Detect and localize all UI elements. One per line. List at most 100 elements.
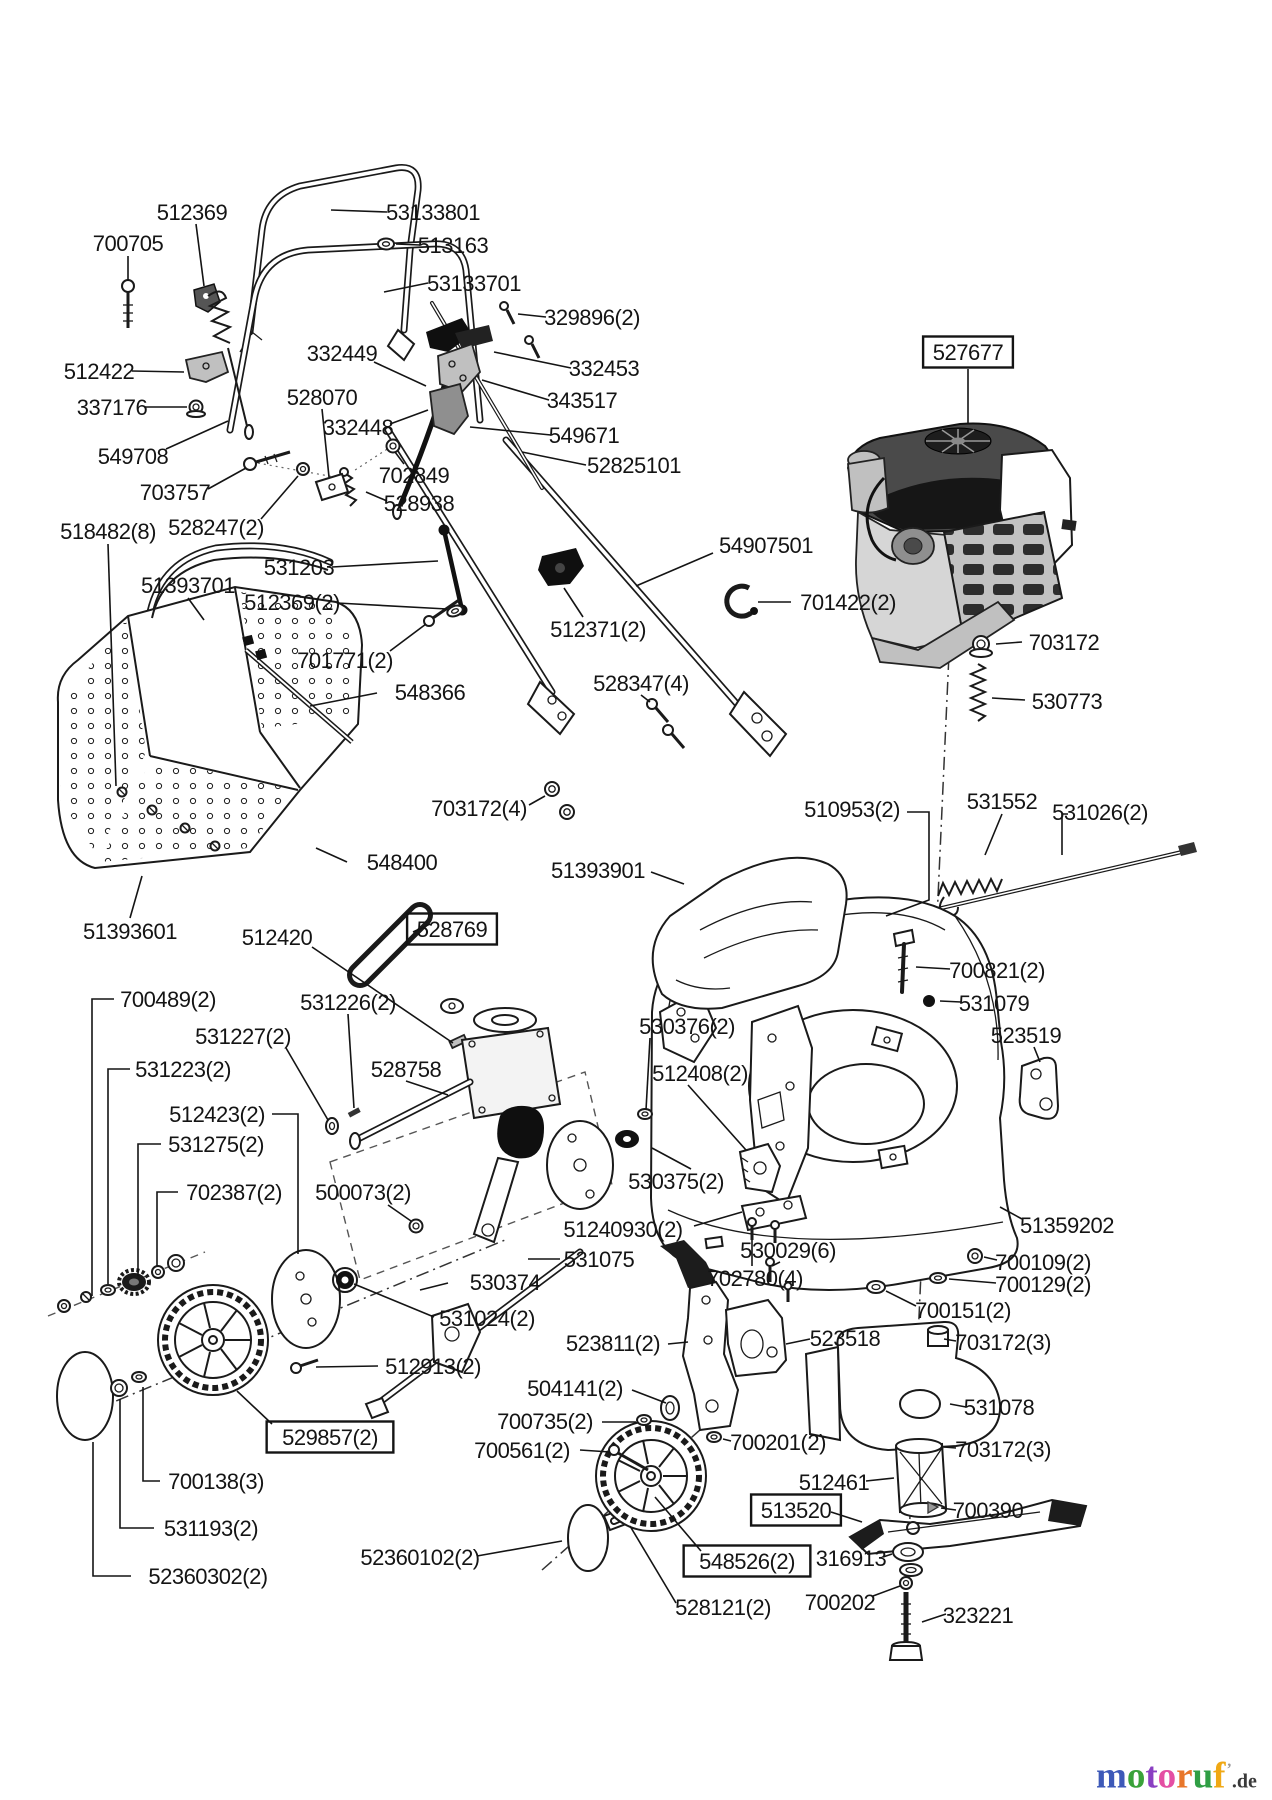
part-number-316913: 316913 <box>816 1546 887 1571</box>
handle-hardware <box>654 707 670 723</box>
rear-guard-brackets <box>724 1298 788 1378</box>
deck-hardware <box>967 1248 983 1264</box>
leader-line-703172(4) <box>528 795 546 806</box>
right-wheel-assembly <box>617 1451 649 1472</box>
deck-blade-ring-tabs <box>870 1025 904 1053</box>
blade-drive-assembly <box>902 1579 910 1587</box>
part-number-518482(8): 518482(8) <box>60 519 156 544</box>
axle-small-parts <box>154 1268 162 1276</box>
part-number-530376(2): 530376(2) <box>639 1014 735 1039</box>
part-number-531226(2): 531226(2) <box>300 990 396 1015</box>
transmission-assembly <box>328 1121 336 1131</box>
handle-hardware <box>299 465 307 473</box>
leader-line-531226(2) <box>347 1013 355 1109</box>
axle-small-parts <box>117 1268 151 1296</box>
mower-deck <box>748 1009 958 1163</box>
left-wheel-spokes <box>220 1309 238 1332</box>
blade-drive-assembly <box>804 1320 1088 1661</box>
part-number-528247(2): 528247(2) <box>168 515 264 540</box>
part-number-531079: 531079 <box>959 991 1030 1016</box>
part-number-523519: 523519 <box>991 1023 1062 1048</box>
part-number-531227(2): 531227(2) <box>195 1024 291 1049</box>
handle-hardware <box>524 335 534 345</box>
left-wheel-assembly <box>162 1289 264 1391</box>
left-wheel-assembly <box>56 1249 358 1441</box>
handle-hardware <box>429 382 469 436</box>
mower-deck <box>676 1007 686 1017</box>
leader-line-504141(2) <box>631 1389 667 1404</box>
handle-hardware <box>227 347 248 427</box>
part-number-700489(2): 700489(2) <box>120 987 216 1012</box>
blade-drive-assembly <box>895 1438 943 1454</box>
handle-hardware <box>203 293 209 299</box>
grass-catcher-bag <box>56 542 364 870</box>
leader-line-700390 <box>940 1507 957 1511</box>
transmission-assembly <box>325 998 808 1302</box>
leader-line-700489(2) <box>91 998 114 1296</box>
leader-line-332449 <box>373 361 427 387</box>
axle-small-parts <box>57 1299 71 1313</box>
handle-hardware <box>207 290 233 344</box>
part-number-513163: 513163 <box>418 233 489 258</box>
leader-line-512423(2) <box>272 1113 299 1254</box>
left-wheel-assembly <box>332 1267 358 1293</box>
leader-line-54907501 <box>635 552 714 587</box>
part-number-323221: 323221 <box>943 1603 1014 1628</box>
leader-line-51240930(2) <box>693 1211 743 1227</box>
leader-line-531275(2) <box>137 1143 161 1276</box>
leader-line-531026(2) <box>1061 813 1068 855</box>
right-wheel-assembly <box>710 1434 718 1440</box>
mower-deck <box>767 1033 777 1043</box>
leader-line-528347(4) <box>640 694 651 703</box>
assembly-centerlines <box>251 461 341 479</box>
part-number-531193(2): 531193(2) <box>164 1516 258 1541</box>
part-number-530029(6): 530029(6) <box>740 1238 836 1263</box>
transmission-assembly <box>325 1117 339 1135</box>
leader-line-703172 <box>995 641 1023 645</box>
mower-deck <box>883 1036 891 1044</box>
leader-line-329896(2) <box>517 313 547 318</box>
handlebar-assembly <box>392 504 402 520</box>
leader-line-512408(2) <box>687 1084 747 1151</box>
part-number-700109(2): 700109(2) <box>995 1250 1091 1275</box>
handlebar-assembly <box>547 695 557 705</box>
part-number-528758: 528758 <box>371 1057 442 1082</box>
part-number-700821(2): 700821(2) <box>949 958 1045 983</box>
part-number-530375(2): 530375(2) <box>628 1169 724 1194</box>
transmission-assembly <box>408 1218 424 1234</box>
part-number-332449: 332449 <box>307 341 378 366</box>
deck-hardware <box>897 979 909 983</box>
leader-line-512420 <box>311 946 454 1044</box>
handle-hardware <box>455 325 493 349</box>
logo-letter: m <box>1096 1755 1127 1797</box>
grass-catcher-bag <box>148 544 332 614</box>
part-number-53133701: 53133701 <box>427 271 521 296</box>
handlebar-assembly <box>728 690 788 758</box>
left-wheel-assembly <box>131 1371 147 1383</box>
mower-deck <box>690 1033 700 1043</box>
handlebar-assembly <box>761 730 773 742</box>
part-number-700390: 700390 <box>953 1498 1024 1523</box>
axle-small-parts <box>167 1254 185 1272</box>
transmission-assembly <box>747 1217 757 1227</box>
leader-line-52360302(2) <box>92 1442 131 1577</box>
right-wheel-assembly <box>608 1444 620 1456</box>
handlebar-assembly <box>228 242 482 432</box>
engine-assembly <box>865 476 897 562</box>
engine-assembly <box>865 477 1040 530</box>
engine-assembly <box>951 437 965 445</box>
handle-hardware <box>750 607 758 615</box>
part-number-703172(3): 703172(3) <box>955 1330 1051 1355</box>
leader-line-323221 <box>921 1613 947 1623</box>
blade-drive-assembly <box>927 1500 940 1515</box>
blade-drive-assembly <box>927 1325 949 1335</box>
transmission-assembly <box>491 1014 519 1026</box>
leader-line-531203 <box>331 560 439 568</box>
leader-line-531227(2) <box>285 1047 329 1121</box>
deck-hardware <box>933 1275 943 1281</box>
deck-hardware <box>971 1252 979 1260</box>
leader-line-703172(3) <box>943 1338 957 1342</box>
deck-hardware <box>871 1283 881 1291</box>
transmission-assembly <box>740 1194 808 1232</box>
transmission-assembly <box>567 1133 577 1143</box>
